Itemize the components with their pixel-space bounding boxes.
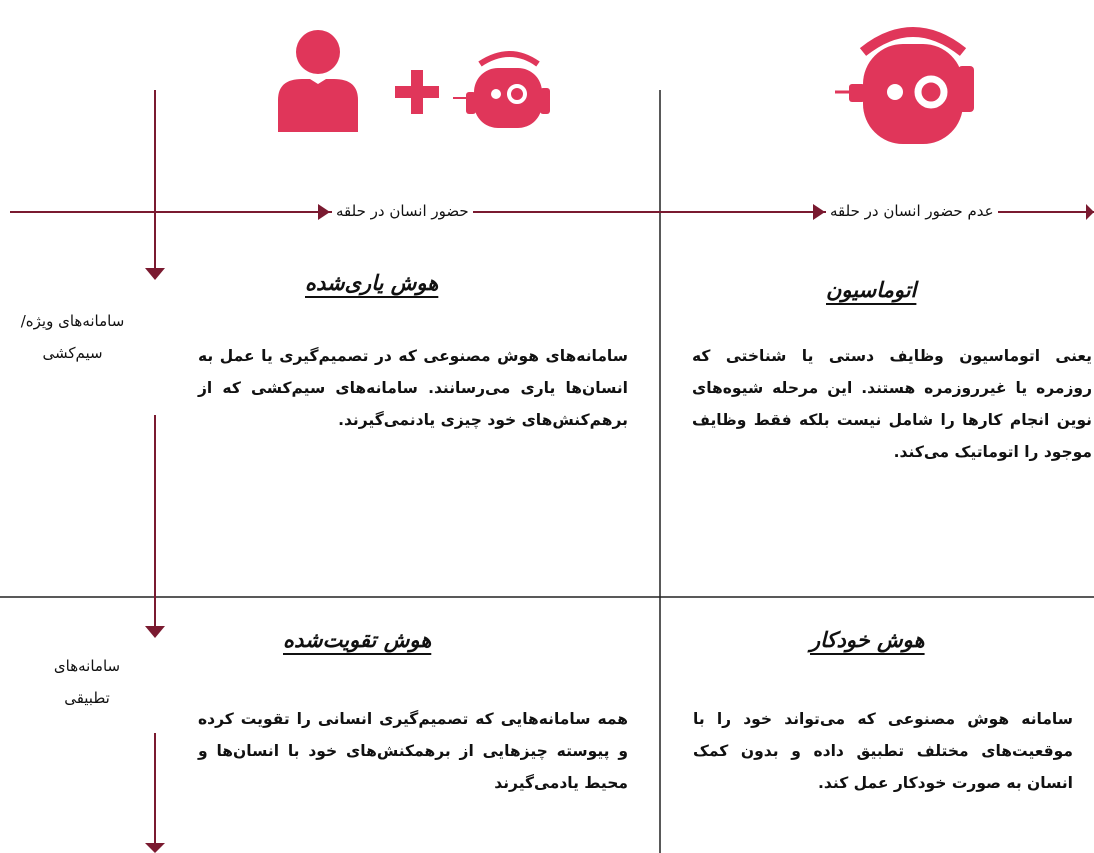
row-label-specific-systems: سامانه‌های ویژه/سیم‌کشی <box>20 305 125 369</box>
augmented-intelligence-title: هوش تقویت‌شده <box>283 627 432 652</box>
person-icon <box>278 30 358 132</box>
arrowhead-down-2 <box>145 626 165 638</box>
automation-desc: یعنی اتوماسیون وظایف دستی یا شناختی که ر… <box>692 347 1092 461</box>
augmented-intelligence-desc: همه سامانه‌هایی که تصمیم‌گیری انسانی را … <box>198 710 628 792</box>
human-in-loop-label: حضور انسان در حلقه <box>332 202 473 220</box>
autonomous-intelligence-desc: سامانه هوش مصنوعی که می‌تواند خود را با … <box>693 710 1073 792</box>
human-plus-robot-icon <box>278 30 550 132</box>
arrowhead-no-human <box>813 204 825 220</box>
arrowhead-down-1 <box>145 268 165 280</box>
robot-icon-small <box>453 51 550 128</box>
automation-title: اتوماسیون <box>826 277 917 302</box>
arrowhead-edge <box>1086 204 1094 220</box>
no-human-in-loop-label: عدم حضور انسان در حلقه <box>826 202 998 220</box>
arrowhead-human <box>318 204 330 220</box>
autonomous-intelligence-title: هوش خودکار <box>810 627 925 652</box>
plus-icon <box>395 70 439 114</box>
assisted-intelligence-title: هوش یاری‌شده <box>305 270 439 295</box>
row-label-adaptive-systems: سامانه‌های تطبیقی <box>52 650 122 714</box>
robot-icon <box>835 27 974 144</box>
assisted-intelligence-desc: سامانه‌های هوش مصنوعی که در تصمیم‌گیری ی… <box>198 347 628 429</box>
arrowhead-down-3 <box>145 843 165 853</box>
